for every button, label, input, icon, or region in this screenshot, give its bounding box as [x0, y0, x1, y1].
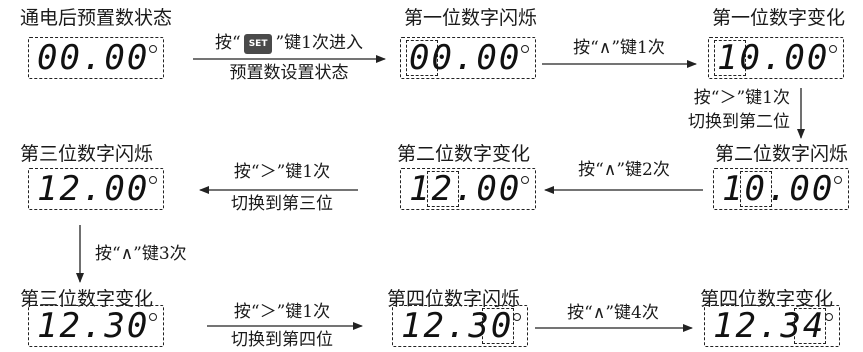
transition-sublabel: 预置数设置状态 — [229, 63, 349, 83]
state-display: 12.00 — [28, 168, 164, 210]
state-title: 第二位数字变化 — [397, 143, 531, 165]
transition-label: 按“＞”键1次 — [693, 88, 790, 108]
state-display: 12.30 — [392, 305, 528, 347]
display-value: 10.00 — [717, 38, 830, 78]
display-value: 12.30 — [401, 306, 514, 346]
set-key-icon: SET — [243, 33, 273, 54]
display-value: 12.34 — [713, 306, 826, 346]
indicator-dot — [149, 45, 157, 53]
state-title: 第三位数字闪烁 — [20, 143, 154, 165]
indicator-dot — [521, 176, 529, 184]
state-display: 12.00 — [400, 168, 536, 210]
state-display: 10.00 — [713, 168, 849, 210]
active-digit-highlight — [406, 40, 438, 76]
transition-label: 按“∧”键3次 — [95, 244, 187, 264]
transition-sublabel: 切换到第四位 — [231, 330, 333, 350]
state-title: 第三位数字变化 — [20, 288, 154, 310]
transition-sublabel: 切换到第二位 — [688, 112, 790, 132]
transition-label: 按“＞”键1次 — [233, 162, 331, 182]
state-display: 00.00 — [400, 37, 536, 79]
indicator-dot — [825, 313, 833, 321]
transition-text-suffix: ”键1次进入 — [275, 33, 363, 53]
indicator-dot — [829, 45, 837, 53]
state-title: 通电后预置数状态 — [20, 7, 173, 29]
active-digit-highlight — [714, 40, 746, 76]
transition-label: 按“∧”键2次 — [578, 160, 670, 180]
indicator-dot — [521, 45, 529, 53]
transition-label: 按“∧”键1次 — [573, 38, 665, 58]
state-title: 第一位数字变化 — [712, 7, 846, 29]
active-digit-highlight — [794, 308, 826, 344]
display-value: 00.00 — [37, 38, 150, 78]
indicator-dot — [834, 176, 842, 184]
display-value: 12.30 — [37, 306, 150, 346]
active-digit-highlight — [482, 308, 514, 344]
transition-sublabel: 切换到第三位 — [231, 194, 333, 214]
transition-label: 按“∧”键4次 — [567, 303, 659, 323]
indicator-dot — [149, 176, 157, 184]
indicator-dot — [513, 313, 521, 321]
state-title: 第二位数字闪烁 — [714, 143, 848, 165]
state-display: 00.00 — [28, 37, 164, 79]
transition-label: 按“SET”键1次进入 — [215, 33, 363, 54]
transition-label: 按“＞”键1次 — [233, 302, 331, 322]
active-digit-highlight — [427, 171, 459, 207]
indicator-dot — [149, 313, 157, 321]
display-value: 12.00 — [409, 169, 522, 209]
state-title: 第四位数字闪烁 — [387, 288, 521, 310]
transition-text-prefix: 按“ — [215, 33, 241, 53]
display-value: 10.00 — [722, 169, 835, 209]
display-value: 00.00 — [409, 38, 522, 78]
state-display: 12.30 — [28, 305, 164, 347]
state-display: 10.00 — [708, 37, 844, 79]
state-display: 12.34 — [704, 305, 840, 347]
state-title: 第一位数字闪烁 — [404, 7, 538, 29]
state-title: 第四位数字变化 — [700, 288, 834, 310]
active-digit-highlight — [740, 171, 772, 207]
display-value: 12.00 — [37, 169, 150, 209]
